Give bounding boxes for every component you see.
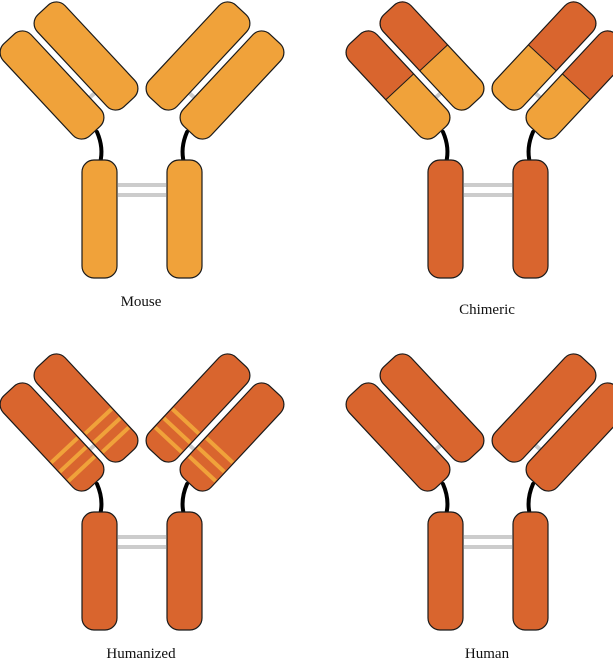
heavy-chain-right bbox=[513, 160, 548, 278]
label-humanized: Humanized bbox=[106, 646, 176, 661]
heavy-chain-left bbox=[82, 160, 117, 278]
heavy-chain-right bbox=[167, 512, 202, 630]
hinge-left bbox=[97, 484, 101, 515]
disulfide-bond bbox=[118, 535, 166, 539]
disulfide-bond bbox=[118, 545, 166, 549]
hinge-left bbox=[97, 132, 101, 163]
label-chimeric: Chimeric bbox=[459, 302, 515, 318]
heavy-chain-right bbox=[513, 512, 548, 630]
disulfide-bond bbox=[464, 183, 512, 187]
heavy-chain-left bbox=[428, 160, 463, 278]
disulfide-bond bbox=[464, 535, 512, 539]
antibody-humanized bbox=[0, 349, 289, 630]
antibody-mouse bbox=[0, 0, 289, 278]
heavy-chain-right bbox=[167, 160, 202, 278]
hinge-left bbox=[443, 484, 447, 515]
heavy-chain-left bbox=[428, 512, 463, 630]
disulfide-bond bbox=[118, 193, 166, 197]
heavy-chain-left bbox=[82, 512, 117, 630]
disulfide-bond bbox=[118, 183, 166, 187]
hinge-right bbox=[529, 484, 533, 515]
disulfide-bond bbox=[464, 545, 512, 549]
label-mouse: Mouse bbox=[121, 294, 162, 310]
label-human: Human bbox=[465, 646, 510, 661]
hinge-right bbox=[183, 132, 187, 163]
disulfide-bond bbox=[464, 193, 512, 197]
hinge-right bbox=[529, 132, 533, 163]
antibody-human bbox=[341, 349, 613, 630]
hinge-left bbox=[443, 132, 447, 163]
antibody-chimeric bbox=[341, 0, 613, 278]
hinge-right bbox=[183, 484, 187, 515]
